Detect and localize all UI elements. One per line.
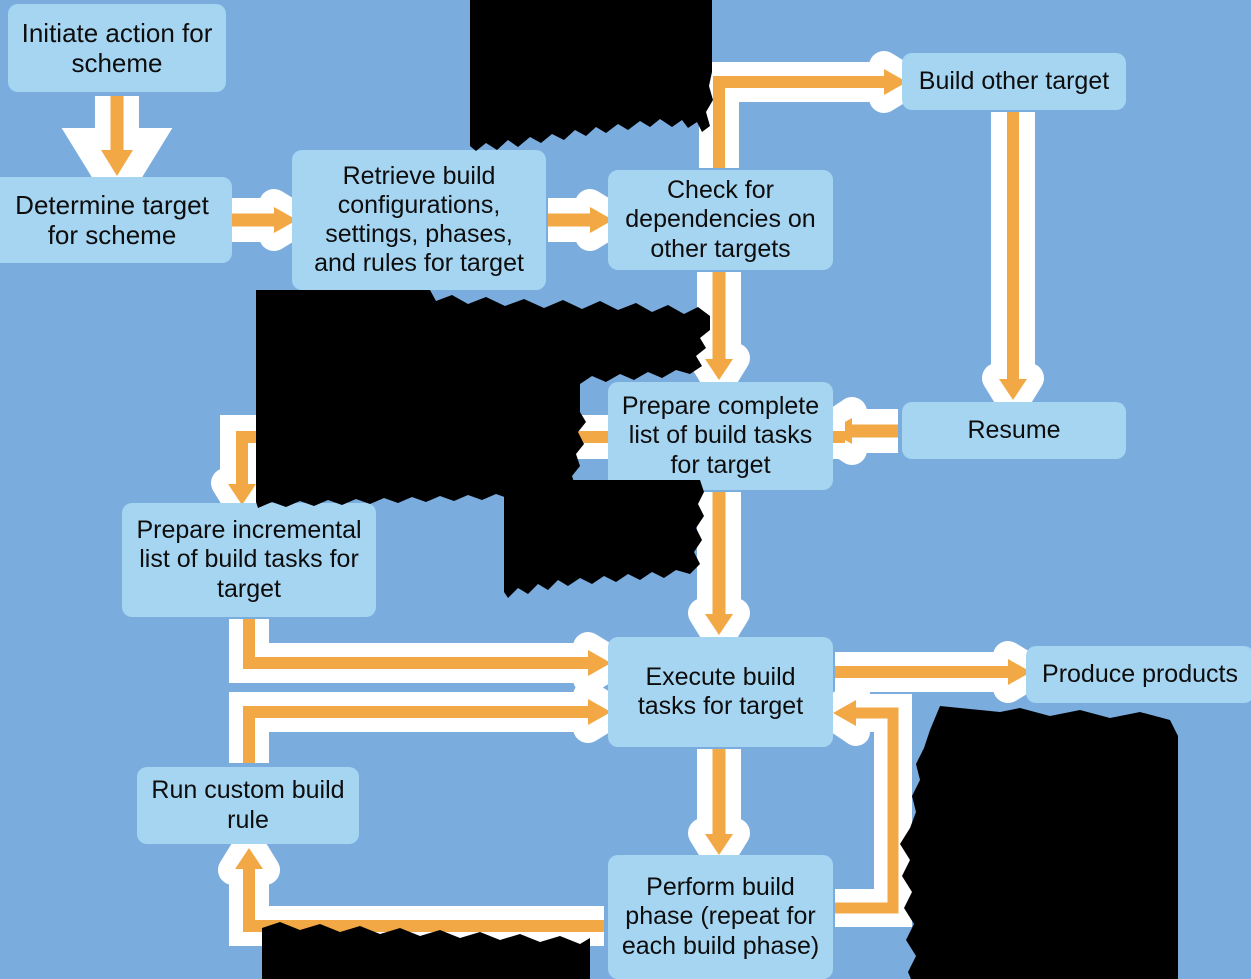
node-perform-build-phase[interactable]: Perform build phase (repeat for each bui… xyxy=(608,855,833,979)
node-label: Produce products xyxy=(1042,659,1238,688)
node-label: Prepare incremental list of build tasks … xyxy=(136,516,362,603)
node-initiate-action[interactable]: Initiate action for scheme xyxy=(8,4,226,92)
node-label: Perform build phase (repeat for each bui… xyxy=(621,873,820,960)
node-label: Build other target xyxy=(918,66,1110,95)
node-produce-products[interactable]: Produce products xyxy=(1026,646,1251,703)
node-build-other-target[interactable]: Build other target xyxy=(902,53,1126,110)
node-prepare-incremental-list[interactable]: Prepare incremental list of build tasks … xyxy=(122,503,376,617)
node-label: Execute build tasks for target xyxy=(637,662,804,720)
node-label: Run custom build rule xyxy=(151,776,345,834)
node-label: Retrieve build configurations, settings,… xyxy=(314,161,524,278)
node-label: Determine target for scheme xyxy=(15,189,209,250)
node-execute-build-tasks[interactable]: Execute build tasks for target xyxy=(608,637,833,747)
node-retrieve-build-config[interactable]: Retrieve build configurations, settings,… xyxy=(292,150,546,290)
node-prepare-complete-list[interactable]: Prepare complete list of build tasks for… xyxy=(608,382,833,490)
node-resume[interactable]: Resume xyxy=(902,402,1126,459)
node-run-custom-build-rule[interactable]: Run custom build rule xyxy=(137,767,359,844)
node-check-dependencies[interactable]: Check for dependencies on other targets xyxy=(608,170,833,270)
node-determine-target[interactable]: Determine target for scheme xyxy=(0,177,232,263)
node-label: Resume xyxy=(967,415,1061,444)
node-label: Initiate action for scheme xyxy=(21,17,213,78)
node-label: Check for dependencies on other targets xyxy=(625,176,816,263)
node-label: Prepare complete list of build tasks for… xyxy=(621,392,820,479)
